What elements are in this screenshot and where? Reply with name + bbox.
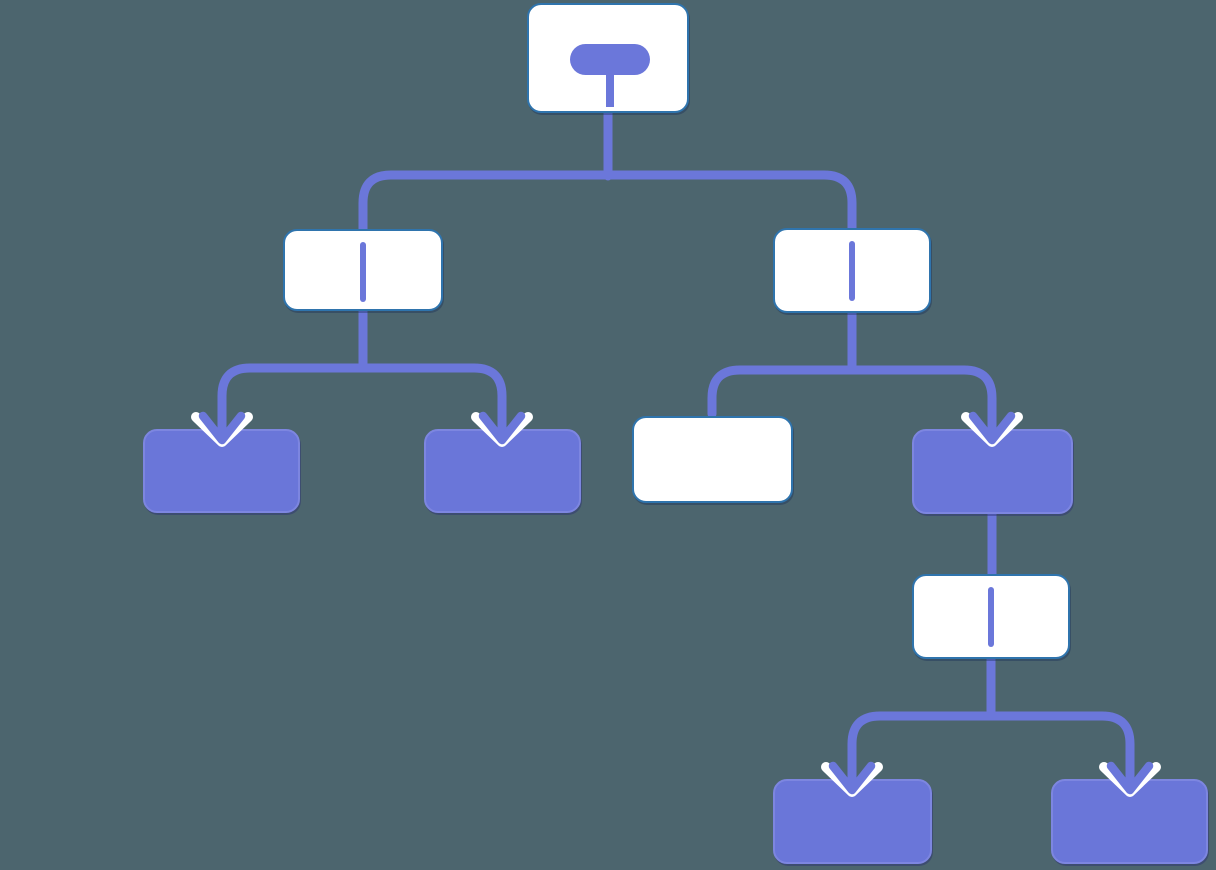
vertical-divider-icon — [988, 587, 994, 647]
node-root[interactable] — [527, 3, 689, 113]
connector-branch-left-to-leaves — [217, 302, 507, 413]
node-collector-1[interactable] — [912, 429, 1073, 514]
vertical-divider-icon — [360, 242, 366, 302]
connector-branch-bottom-to-leaves — [847, 650, 1135, 763]
node-empty[interactable] — [632, 416, 793, 503]
node-branch-left[interactable] — [283, 229, 443, 311]
node-branch-right[interactable] — [773, 228, 931, 313]
node-leaf-4[interactable] — [1051, 779, 1208, 864]
node-leaf-2[interactable] — [424, 429, 581, 513]
anchor-pill-stem — [606, 71, 614, 107]
node-branch-bottom[interactable] — [912, 574, 1070, 659]
connector-root-to-branches — [358, 103, 857, 237]
vertical-divider-icon — [849, 241, 855, 301]
node-leaf-3[interactable] — [773, 779, 932, 864]
connector-branch-right-to-children — [707, 304, 997, 419]
node-leaf-1[interactable] — [143, 429, 300, 513]
anchor-pill-icon — [570, 44, 650, 75]
